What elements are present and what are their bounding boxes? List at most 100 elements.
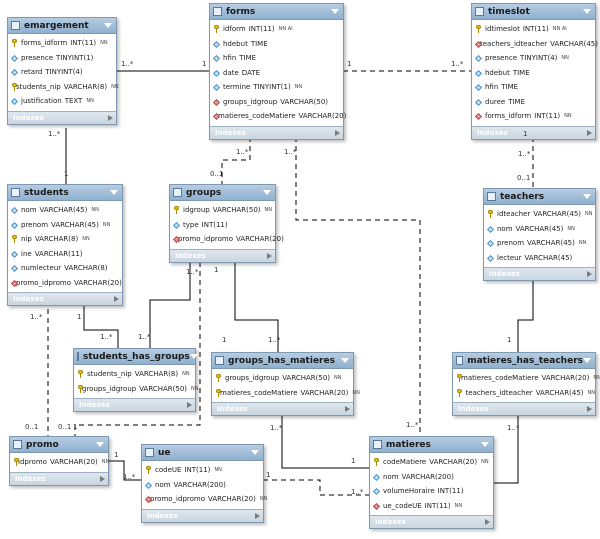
collapse-caret-icon[interactable] — [583, 9, 591, 14]
expand-arrow-icon[interactable] — [335, 129, 340, 136]
indexes-bar[interactable]: Indexes — [212, 402, 353, 415]
expand-arrow-icon[interactable] — [587, 406, 592, 412]
indexes-bar[interactable]: Indexes — [453, 402, 595, 415]
table-header[interactable]: groups — [170, 185, 275, 201]
expand-arrow-icon[interactable] — [187, 402, 192, 408]
table-header[interactable]: timeslot — [472, 4, 595, 20]
collapse-caret-icon[interactable] — [583, 194, 591, 199]
expand-arrow-icon[interactable] — [114, 296, 119, 302]
expand-arrow-icon[interactable] — [587, 271, 592, 277]
indexes-bar[interactable]: Indexes — [370, 515, 493, 528]
table-header[interactable]: promo — [10, 437, 108, 453]
indexes-bar[interactable]: Indexes — [74, 398, 195, 411]
collapse-caret-icon[interactable] — [104, 23, 112, 28]
collapse-caret-icon[interactable] — [96, 442, 104, 447]
table-header[interactable]: ue — [142, 445, 263, 461]
collapse-caret-icon[interactable] — [583, 358, 591, 363]
collapse-caret-icon[interactable] — [341, 358, 349, 363]
expand-arrow-icon[interactable] — [100, 475, 105, 482]
table-header[interactable]: matieres_has_teachers — [453, 353, 595, 369]
table-header[interactable]: teachers — [484, 189, 595, 205]
table-header[interactable]: matieres — [370, 437, 493, 453]
indexes-bar[interactable]: Indexes — [170, 248, 275, 262]
collapse-caret-icon[interactable] — [481, 442, 489, 447]
indexes-bar[interactable]: Indexes — [8, 110, 116, 124]
collapse-caret-icon[interactable] — [189, 354, 198, 359]
expand-arrow-icon[interactable] — [255, 512, 260, 519]
indexes-bar[interactable]: Indexes — [472, 125, 595, 139]
indexes-bar[interactable]: Indexes — [142, 508, 263, 522]
collapse-caret-icon[interactable] — [331, 9, 339, 14]
expand-arrow-icon[interactable] — [587, 129, 592, 136]
expand-arrow-icon[interactable] — [108, 114, 113, 121]
expand-arrow-icon[interactable] — [485, 519, 490, 525]
indexes-bar[interactable]: Indexes — [8, 292, 122, 305]
indexes-bar[interactable]: Indexes — [10, 471, 108, 485]
collapse-caret-icon[interactable] — [251, 450, 259, 455]
table-header[interactable]: forms — [210, 4, 343, 20]
indexes-bar[interactable]: Indexes — [484, 267, 595, 280]
collapse-caret-icon[interactable] — [263, 190, 271, 195]
table-header[interactable]: groups_has_matieres — [212, 353, 353, 369]
expand-arrow-icon[interactable] — [267, 252, 272, 259]
table-header[interactable]: students — [8, 185, 122, 201]
table-header[interactable]: students_has_groups — [74, 349, 198, 365]
table-matieres-has-teachers[interactable]: matieres_has_teachers matieres_codeMatier… — [452, 352, 600, 416]
expand-arrow-icon[interactable] — [345, 406, 350, 412]
collapse-caret-icon[interactable] — [110, 190, 118, 195]
